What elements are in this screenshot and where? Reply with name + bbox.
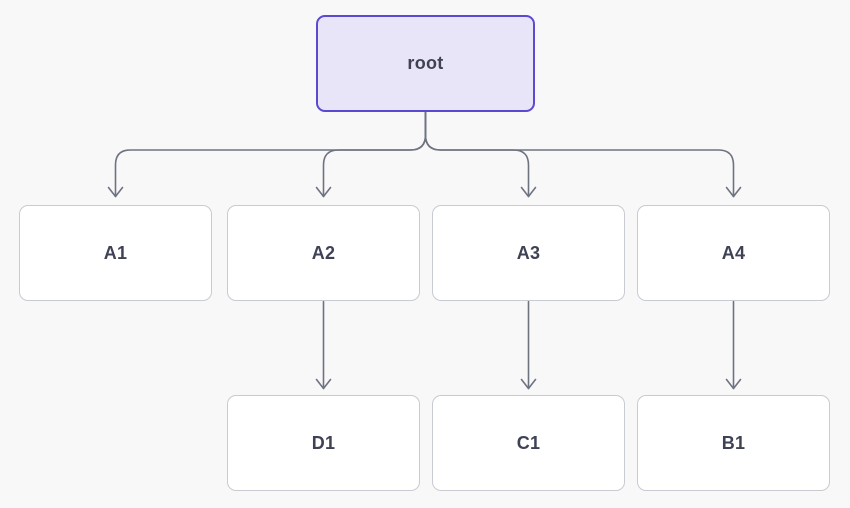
arrowhead-icon bbox=[315, 378, 332, 390]
node-root-label: root bbox=[407, 53, 444, 73]
node-a2[interactable]: A2 bbox=[227, 205, 420, 301]
arrowhead-icon bbox=[725, 378, 742, 390]
node-d1-label: D1 bbox=[311, 432, 336, 453]
edge-root-a4 bbox=[424, 111, 742, 198]
edge-a4-b1 bbox=[725, 300, 742, 390]
arrowhead-icon bbox=[725, 186, 742, 198]
edge-root-a3 bbox=[424, 111, 537, 198]
node-a4[interactable]: A4 bbox=[637, 205, 830, 301]
node-a2-label: A2 bbox=[311, 242, 336, 263]
node-d1[interactable]: D1 bbox=[227, 395, 420, 491]
node-b1-label: B1 bbox=[721, 432, 746, 453]
node-a3-label: A3 bbox=[516, 242, 541, 263]
edge-root-a1 bbox=[107, 111, 427, 198]
arrowhead-icon bbox=[520, 186, 537, 198]
node-c1[interactable]: C1 bbox=[432, 395, 625, 491]
node-root[interactable]: root bbox=[316, 15, 535, 112]
arrowhead-icon bbox=[107, 186, 124, 198]
arrowhead-icon bbox=[520, 378, 537, 390]
node-a1[interactable]: A1 bbox=[19, 205, 212, 301]
node-a3[interactable]: A3 bbox=[432, 205, 625, 301]
node-c1-label: C1 bbox=[516, 432, 541, 453]
edge-root-a2 bbox=[315, 111, 427, 198]
arrowhead-icon bbox=[315, 186, 332, 198]
edge-a3-c1 bbox=[520, 300, 537, 390]
node-b1[interactable]: B1 bbox=[637, 395, 830, 491]
node-a1-label: A1 bbox=[103, 242, 128, 263]
edge-a2-d1 bbox=[315, 300, 332, 390]
node-a4-label: A4 bbox=[721, 242, 746, 263]
